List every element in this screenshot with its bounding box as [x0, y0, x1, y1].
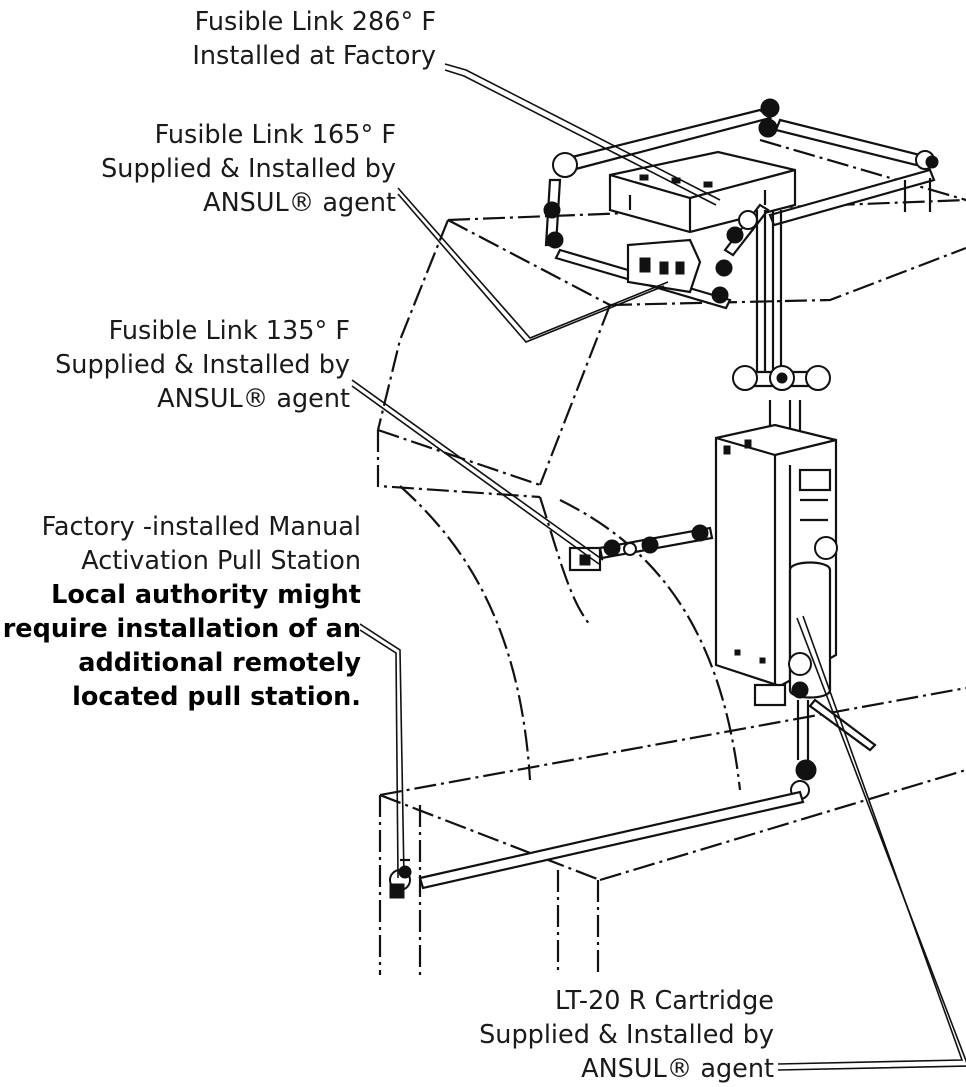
callout-line: Activation Pull Station	[81, 546, 361, 576]
callout-fusible-link-286: Fusible Link 286° F Installed at Factory	[192, 5, 436, 73]
callout-warning-line: Local authority might	[51, 580, 361, 610]
callout-line: ANSUL® agent	[157, 384, 350, 414]
callout-line: Supplied & Installed by	[479, 1020, 774, 1050]
release-box	[714, 423, 877, 800]
upper-fittings	[732, 365, 831, 391]
lower-duct	[378, 686, 966, 975]
leader-lines	[351, 63, 966, 1071]
callout-fusible-link-165: Fusible Link 165° F Supplied & Installed…	[101, 118, 396, 220]
callout-line: Fusible Link 135° F	[108, 316, 350, 346]
callout-pull-station: Factory -installed Manual Activation Pul…	[3, 510, 361, 714]
callout-line: LT-20 R Cartridge	[554, 986, 774, 1016]
middle-link-pipe	[568, 524, 714, 572]
vertical-pipes	[755, 210, 802, 440]
callout-line: ANSUL® agent	[203, 188, 396, 218]
callout-line: Installed at Factory	[192, 41, 436, 71]
callout-warning-line: located pull station.	[72, 682, 361, 712]
callout-line: Supplied & Installed by	[101, 154, 396, 184]
callout-line: ANSUL® agent	[581, 1054, 774, 1084]
pull-station-pipe	[389, 790, 805, 899]
hood-body-outline	[376, 219, 742, 791]
callout-line: Fusible Link 165° F	[154, 120, 396, 150]
callout-line: Supplied & Installed by	[55, 350, 350, 380]
callout-warning-line: require installation of an	[2, 614, 361, 644]
callout-line: Fusible Link 286° F	[194, 7, 436, 37]
callout-cartridge: LT-20 R Cartridge Supplied & Installed b…	[479, 984, 774, 1086]
callout-fusible-link-135: Fusible Link 135° F Supplied & Installed…	[55, 314, 350, 416]
top-link-box	[608, 150, 797, 234]
callout-warning-line: additional remotely	[78, 648, 361, 678]
callout-line: Factory -installed Manual	[41, 512, 361, 542]
